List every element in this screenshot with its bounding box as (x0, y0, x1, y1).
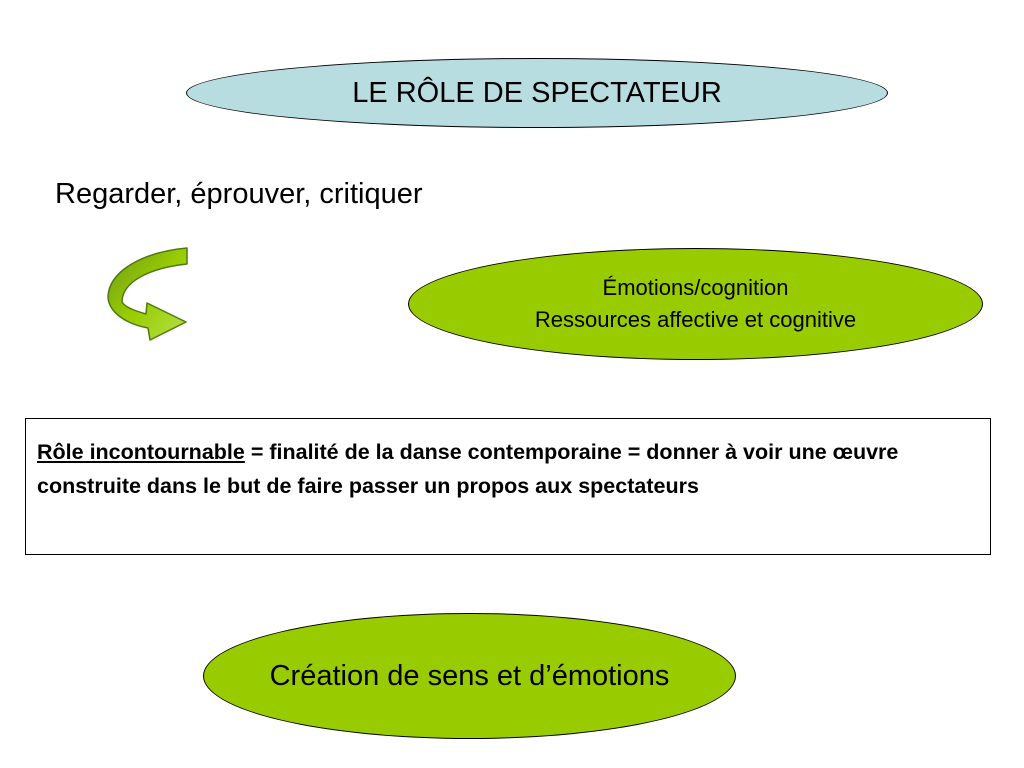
role-term: Rôle incontournable (37, 440, 245, 464)
conclusion-oval: Création de sens et d’émotions (203, 613, 736, 739)
subtitle: Regarder, éprouver, critiquer (55, 178, 423, 210)
title-oval: LE RÔLE DE SPECTATEUR (186, 58, 888, 128)
role-definition-box: Rôle incontournable = finalité de la dan… (25, 418, 991, 555)
slide-title: LE RÔLE DE SPECTATEUR (352, 76, 722, 109)
emotions-line-1: Émotions/cognition (602, 275, 789, 300)
role-definition: = finalité de la danse contemporaine = d… (37, 440, 899, 498)
emotions-line-2: Ressources affective et cognitive (534, 307, 857, 332)
emotions-oval: Émotions/cognition Ressources affective … (408, 248, 983, 360)
curved-arrow-icon (107, 247, 188, 341)
conclusion-text: Création de sens et d’émotions (269, 659, 670, 692)
